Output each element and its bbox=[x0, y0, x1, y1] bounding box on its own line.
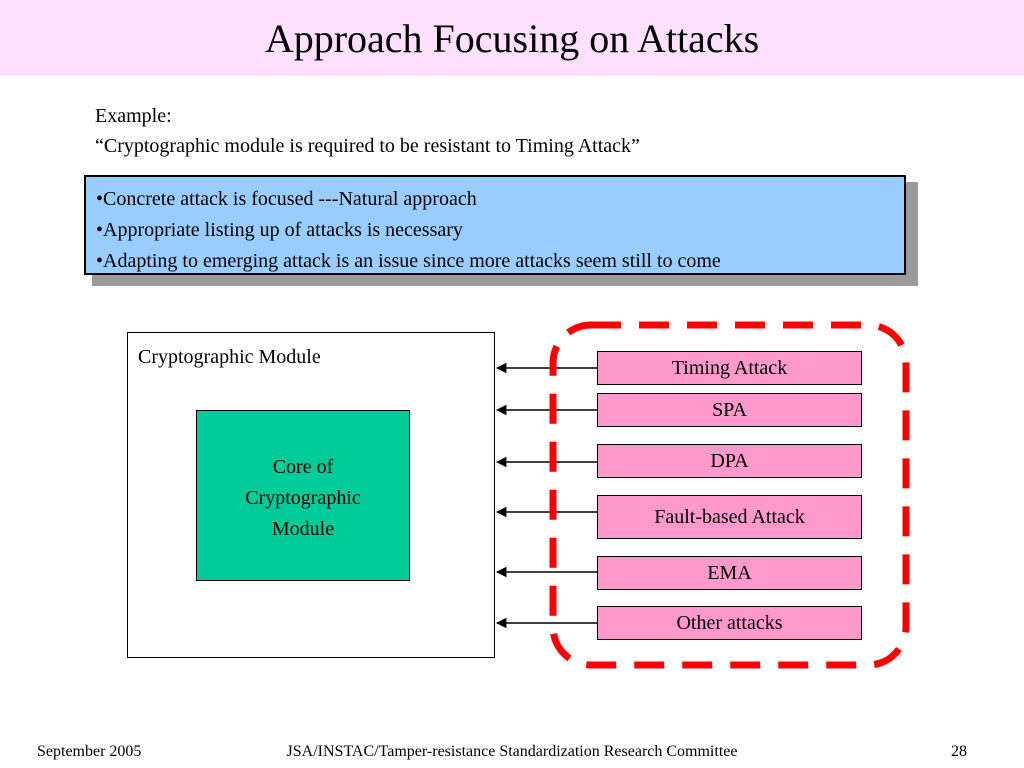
core-module-box bbox=[196, 410, 410, 581]
slide-title: Approach Focusing on Attacks bbox=[264, 16, 760, 61]
core-module-label-line: Core of bbox=[272, 456, 334, 478]
cryptographic-module-label: Cryptographic Module bbox=[138, 346, 321, 368]
core-module-label-line: Module bbox=[271, 518, 335, 540]
attack-box-dpa: DPA bbox=[597, 444, 862, 478]
title-bar bbox=[0, 0, 1024, 76]
attack-box-fault-based: Fault-based Attack bbox=[597, 495, 862, 539]
core-module-label: Core of Cryptographic Module bbox=[196, 452, 410, 545]
attack-box-other: Other attacks bbox=[597, 606, 862, 640]
footer-organization: JSA/INSTAC/Tamper-resistance Standardiza… bbox=[286, 743, 738, 760]
footer-page-number: 28 bbox=[951, 743, 967, 760]
example-label: Example: bbox=[95, 105, 172, 127]
attack-box-ema: EMA bbox=[597, 556, 862, 590]
note-bullet: •Adapting to emerging attack is an issue… bbox=[96, 250, 721, 272]
example-quote: “Cryptographic module is required to be … bbox=[95, 135, 640, 157]
footer-date: September 2005 bbox=[37, 743, 142, 760]
note-bullet: •Concrete attack is focused ---Natural a… bbox=[96, 188, 477, 210]
attack-box-spa: SPA bbox=[597, 393, 862, 427]
note-box: •Concrete attack is focused ---Natural a… bbox=[84, 175, 906, 275]
attack-group-dashed-outline bbox=[549, 321, 910, 669]
attack-box-timing: Timing Attack bbox=[597, 351, 862, 385]
note-bullet: •Appropriate listing up of attacks is ne… bbox=[96, 219, 463, 241]
core-module-label-line: Cryptographic bbox=[245, 487, 361, 509]
